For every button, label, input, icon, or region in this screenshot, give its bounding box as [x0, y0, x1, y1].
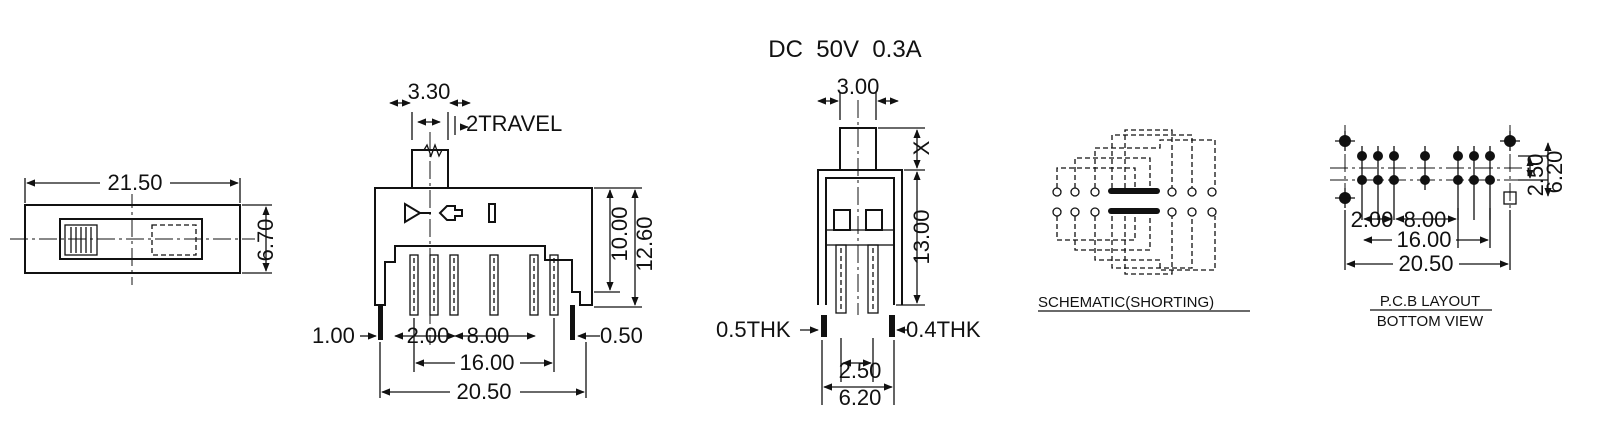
side-lever-height-label: X	[909, 140, 934, 155]
schematic: SCHEMATIC(SHORTING)	[1038, 129, 1250, 312]
front-travel-label: 2TRAVEL	[466, 111, 562, 136]
front-marking-plus	[438, 205, 463, 221]
side-view: 3.00 X 13.00 0.5THK 0.4THK 2.50 6.20	[716, 74, 981, 410]
top-view-slot	[59, 218, 203, 260]
front-lever-width-label: 3.30	[408, 79, 451, 104]
rating-label: DC 50V 0.3A	[768, 36, 921, 63]
top-view-knob	[64, 224, 98, 256]
front-pitch-small-label: 2.00	[407, 323, 450, 348]
top-view-hidden-contact	[151, 224, 197, 256]
pcb-pads	[1357, 146, 1495, 220]
pcb-row-span-label: 6.20	[1542, 151, 1567, 194]
schematic-label: SCHEMATIC(SHORTING)	[1038, 294, 1214, 311]
pcb-pitch-large-label: 8.00	[1404, 207, 1447, 232]
side-frame	[817, 169, 903, 305]
front-body	[374, 187, 593, 306]
side-lever-width-label: 3.00	[837, 74, 880, 99]
pcb-mount-holes	[1335, 131, 1520, 208]
top-height-label: 6.70	[253, 219, 278, 262]
pcb-layout: 2.50 6.20 2.00 8.00 16.00 20.50 P.C.B LA…	[1330, 125, 1567, 330]
pcb-pin-span-label: 16.00	[1396, 227, 1451, 252]
front-pins	[378, 254, 575, 340]
front-marking-arrow	[404, 202, 431, 224]
front-overall-label: 20.50	[456, 379, 511, 404]
front-lever-break	[423, 143, 443, 158]
side-left-thk-label: 0.5THK	[716, 317, 791, 342]
side-inner-block	[825, 229, 895, 246]
side-pitch-label: 2.50	[839, 358, 882, 383]
top-view-knob-ribs	[70, 227, 92, 253]
pcb-label-2: BOTTOM VIEW	[1377, 313, 1484, 330]
pcb-label-1: P.C.B LAYOUT	[1380, 293, 1480, 310]
front-left-offset-label: 1.00	[312, 323, 355, 348]
pcb-overall-label: 20.50	[1398, 251, 1453, 276]
schematic-wiring	[1056, 129, 1216, 275]
front-pin-span-label: 16.00	[459, 350, 514, 375]
top-view: 21.50 6.70	[10, 170, 278, 285]
front-view: 3.30 2TRAVEL 10.00 12.60 1.00 0.50 2.00 …	[312, 79, 657, 404]
front-pitch-large-label: 8.00	[467, 323, 510, 348]
front-total-height-label: 12.60	[632, 216, 657, 271]
side-right-thk-label: 0.4THK	[906, 317, 981, 342]
schematic-bars	[1108, 188, 1160, 214]
top-width-label: 21.50	[107, 170, 162, 195]
front-body-height-label: 10.00	[607, 206, 632, 261]
front-right-offset-label: 0.50	[600, 323, 643, 348]
front-marking-slot	[488, 203, 496, 223]
pcb-row-pitch-label: 2.50	[1523, 154, 1548, 197]
side-height-label: 13.00	[909, 209, 934, 264]
side-width-label: 6.20	[839, 385, 882, 410]
pcb-pitch-small-label: 2.00	[1351, 207, 1394, 232]
side-pins	[821, 244, 895, 337]
